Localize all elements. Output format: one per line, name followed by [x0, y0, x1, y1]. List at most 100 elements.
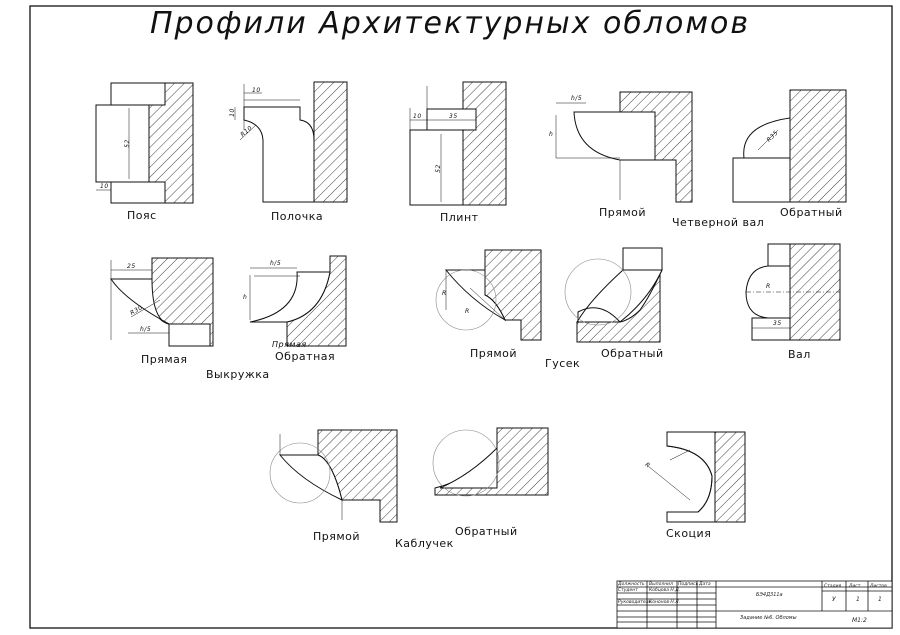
profile-vykruzhka-obratnaya — [249, 255, 347, 347]
label-kablyuchek: Каблучек — [395, 537, 454, 550]
dim-line — [130, 299, 161, 318]
label-val: Вал — [788, 348, 811, 361]
plint-body — [409, 129, 464, 206]
label-vykr-pryamaya-small: Прямая — [272, 340, 307, 349]
profile-kablyuchek-obratny — [432, 427, 549, 497]
wall-hatch — [484, 249, 542, 341]
label-kabl-pryamoy: Прямой — [313, 530, 361, 543]
profile-gusek-obratny — [564, 247, 663, 343]
val-bottom — [751, 317, 791, 341]
obratny-base — [732, 157, 791, 203]
profile-gusek-pryamoy — [435, 249, 542, 341]
dim-plint-52: 52 — [434, 164, 442, 173]
val-top — [767, 243, 791, 267]
profile-polochka — [234, 81, 348, 203]
profile-kablyuchek-pryamoy — [269, 429, 398, 523]
pryamaya-base — [168, 323, 211, 347]
tb-student-role: Студент — [618, 588, 638, 593]
dim-polochka-10b: 10 — [228, 108, 236, 117]
dim-vykr-obr-hs: h/5 — [270, 260, 282, 267]
profile-vykruzhka-pryamaya — [110, 257, 214, 347]
label-poyas: Пояс — [127, 209, 157, 222]
label-gusek: Гусек — [545, 357, 581, 370]
kabl-obratny-body — [439, 446, 498, 489]
dim-line — [239, 124, 257, 141]
label-chetv-obratny: Обратный — [780, 206, 843, 219]
gusek-obratny-cap — [622, 247, 663, 271]
sheet-title: Профили Архитектурных обломов — [149, 6, 751, 41]
profile-val — [745, 243, 841, 341]
construction-circle — [269, 442, 331, 504]
gusek-obratny-body — [576, 269, 663, 323]
profile-chetverny-obratny — [732, 89, 847, 203]
dim-vykr-25: 25 — [127, 263, 136, 270]
label-gusek-pryamoy: Прямой — [470, 347, 518, 360]
tb-lead-role: Руководитель — [618, 600, 652, 605]
tb-sheet-code: М1:2 — [852, 617, 867, 624]
profile-skotsiya — [647, 431, 746, 523]
label-vykr-pryamaya: Прямая — [141, 353, 188, 366]
skotsiya-curve — [666, 445, 713, 513]
axis-line — [469, 287, 506, 321]
dim-chetv-hs: h/5 — [571, 95, 583, 102]
sheet-frame — [29, 5, 893, 629]
tb-stage: У — [832, 596, 836, 603]
dim-vykr-hs: h/5 — [140, 326, 152, 333]
dim-gusek-r: R — [442, 290, 447, 297]
dim-polochka-10: 10 — [252, 87, 261, 94]
tb-h-role: Должность — [618, 582, 645, 587]
profile-poyas — [95, 82, 194, 204]
label-polochka: Полочка — [271, 210, 324, 223]
tb-lead-name: Кононов Н.Л. — [649, 600, 681, 605]
tb-h-done: Выполнил — [649, 582, 673, 587]
tb-h-sign: Подпись — [678, 582, 699, 587]
construction-circle — [435, 269, 497, 331]
dim-gusek-r2: R — [465, 308, 470, 315]
dim-val-35: 35 — [773, 320, 782, 327]
tb-h-sheet: Лист — [849, 584, 861, 589]
dim-plint-10: 10 — [413, 113, 422, 120]
wall-hatch — [714, 431, 746, 523]
skotsiya-body — [666, 431, 716, 523]
construction-circle — [432, 429, 500, 497]
label-vykruzhka: Выкружка — [206, 368, 270, 381]
tb-task: Задание №6. Обломы — [740, 615, 797, 621]
dim-line — [669, 449, 691, 461]
poyas-body — [95, 104, 150, 183]
label-gusek-obratny: Обратный — [601, 347, 664, 360]
title-block — [616, 580, 893, 629]
dim-chetv-h: h — [549, 131, 554, 138]
wall-hatch — [462, 81, 507, 206]
wall-hatch — [789, 89, 847, 203]
dim-poyas-52: 52 — [123, 139, 131, 148]
dim-plint-35: 35 — [449, 113, 458, 120]
label-kabl-obratny: Обратный — [455, 525, 518, 538]
wall-hatch — [313, 81, 348, 203]
label-chetverny-val: Четверной вал — [672, 216, 765, 229]
label-skotsiya: Скоция — [666, 527, 712, 540]
dim-line — [757, 129, 779, 151]
tb-student-name: Кобцова Н.Д. — [649, 588, 681, 593]
tb-h-date: Дата — [699, 582, 711, 587]
obratnaya-body — [249, 271, 331, 323]
pryamoy-body — [573, 111, 656, 161]
polochka-body — [243, 106, 315, 203]
label-plint: Плинт — [440, 211, 479, 224]
label-chetv-pryamoy: Прямой — [599, 206, 647, 219]
dim-poyas-10: 10 — [100, 183, 109, 190]
tb-sheets: 1 — [878, 596, 882, 603]
label-vykr-obratnaya: Обратная — [275, 350, 336, 363]
tb-h-sheets: Листов — [870, 584, 887, 589]
tb-code: БЭ4Д311а — [756, 592, 783, 598]
dim-val-r: R — [766, 283, 771, 290]
tb-h-stage: Стадия — [824, 584, 842, 589]
tb-sheet: 1 — [856, 596, 860, 603]
dim-line — [647, 465, 691, 501]
profile-plint — [409, 81, 507, 206]
dim-vykr-obr-h: h — [243, 294, 248, 301]
construction-circle — [564, 258, 632, 326]
profile-chetverny-pryamoy — [555, 91, 693, 203]
poyas-bottom-band — [110, 181, 166, 204]
poyas-top-band — [110, 82, 166, 106]
